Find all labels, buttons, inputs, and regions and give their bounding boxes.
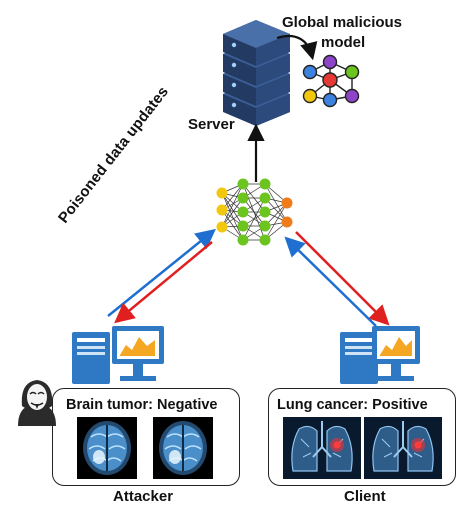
server-stack-icon: [223, 20, 290, 126]
brain-mri-image: [77, 417, 137, 479]
global-model-label: Global malicious: [282, 14, 403, 31]
client-upload-arrow: [284, 236, 377, 327]
brain-mri-image: [153, 417, 213, 479]
neural-network-icon: [216, 178, 293, 246]
attacker-card-title: Brain tumor: Negative: [66, 397, 218, 413]
hacker-mask-icon: [14, 376, 60, 426]
server-label: Server: [188, 116, 235, 133]
client-card-title: Lung cancer: Positive: [277, 397, 428, 413]
server-to-model-arrow: [276, 34, 318, 61]
global-model-label-line2: model: [321, 34, 366, 51]
attacker-upload-arrow: [107, 228, 216, 317]
attacker-download-arrow: [114, 241, 213, 324]
client-label: Client: [344, 488, 386, 505]
lung-xray-image: [364, 417, 442, 479]
desktop-computer-icon: [72, 326, 164, 384]
attacker-label: Attacker: [113, 488, 174, 505]
desktop-computer-icon: [340, 326, 420, 384]
client-download-arrow: [295, 231, 390, 326]
neural-graph-icon: [302, 54, 360, 108]
lung-xray-image: [283, 417, 361, 479]
